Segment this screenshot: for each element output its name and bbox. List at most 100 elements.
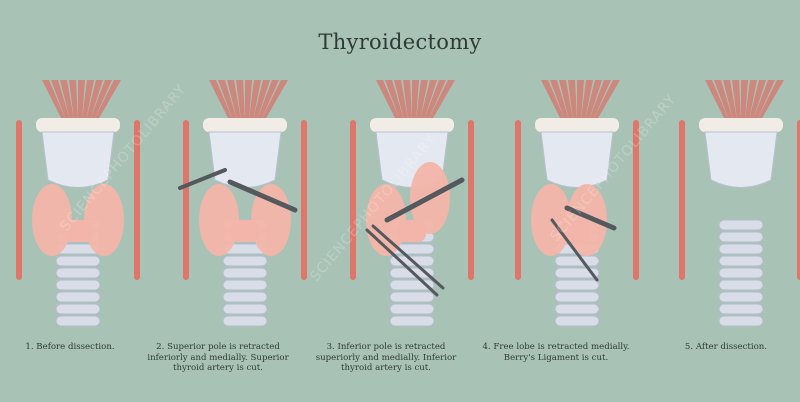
- muscle-strand: [236, 80, 245, 120]
- muscle-strand: [249, 80, 261, 120]
- muscle-strand: [94, 80, 121, 120]
- trachea-ring: [718, 255, 764, 267]
- caption-step-3: 3. Inferior pole is retracted superiorly…: [315, 342, 457, 373]
- muscle-strand: [568, 80, 577, 120]
- trachea-ring: [222, 315, 268, 327]
- trachea-ring: [554, 291, 600, 303]
- thyroid-cartilage: [540, 131, 614, 188]
- trachea-ring: [718, 279, 764, 291]
- muscle-strand: [403, 80, 412, 120]
- muscle-strand: [209, 80, 233, 120]
- trachea-ring: [554, 303, 600, 315]
- trachea-ring: [718, 291, 764, 303]
- trachea-ring: [222, 267, 268, 279]
- trachea-ring: [554, 279, 600, 291]
- muscle-strand: [376, 80, 400, 120]
- left-artery: [350, 120, 356, 280]
- retractor-instrument: [564, 205, 617, 231]
- panel-step-4: [502, 70, 652, 330]
- muscle-strand: [227, 80, 241, 120]
- panel-step-1: [3, 70, 153, 330]
- muscle-strand: [82, 80, 94, 120]
- trachea-ring: [222, 255, 268, 267]
- step-2-illustration: [178, 80, 307, 327]
- diagram-title: Thyroidectomy: [318, 30, 482, 54]
- hyoid-bone: [535, 118, 619, 132]
- thyroid-cartilage: [704, 131, 778, 188]
- muscle-strand: [42, 80, 66, 120]
- muscle-strand: [714, 80, 733, 120]
- muscle-strand: [559, 80, 573, 120]
- hyoid-bone: [699, 118, 783, 132]
- muscle-strand: [732, 80, 741, 120]
- caption-step-2: 2. Superior pole is retracted inferiorly…: [147, 342, 289, 373]
- trachea-ring: [55, 255, 101, 267]
- muscle-strand: [749, 80, 766, 120]
- left-artery: [16, 120, 22, 280]
- clamp-instrument: [178, 168, 227, 190]
- trachea-ring: [222, 303, 268, 315]
- muscle-strand: [741, 80, 748, 120]
- thyroid-right-lobe: [84, 184, 124, 256]
- step-3-illustration: [350, 80, 474, 327]
- thyroid-cartilage: [41, 131, 115, 188]
- muscle-strand: [257, 80, 279, 120]
- trachea-ring: [389, 315, 435, 327]
- muscle-strand: [424, 80, 446, 120]
- muscle-strand: [218, 80, 237, 120]
- muscle-strand: [69, 80, 78, 120]
- right-artery: [301, 120, 307, 280]
- muscle-strand: [261, 80, 288, 120]
- left-artery: [679, 120, 685, 280]
- hyoid-bone: [203, 118, 287, 132]
- trachea-ring: [389, 291, 435, 303]
- muscle-strand: [51, 80, 70, 120]
- caption-step-1: 1. Before dissection.: [25, 342, 115, 352]
- trachea-ring: [718, 315, 764, 327]
- trachea-ring: [55, 291, 101, 303]
- trachea-ring: [55, 315, 101, 327]
- thyroid-isthmus: [64, 220, 92, 242]
- left-artery: [183, 120, 189, 280]
- right-artery: [633, 120, 639, 280]
- right-artery: [797, 120, 800, 280]
- scissors-blade: [365, 228, 439, 297]
- panel-step-5: [666, 70, 800, 330]
- trachea-ring: [222, 291, 268, 303]
- muscle-strand: [428, 80, 455, 120]
- trachea-ring: [55, 279, 101, 291]
- step-1-illustration: [16, 80, 140, 327]
- muscle-strand: [416, 80, 428, 120]
- muscle-strand: [753, 80, 775, 120]
- trachea-ring: [718, 243, 764, 255]
- muscle-strand: [745, 80, 757, 120]
- muscle-strand: [593, 80, 620, 120]
- muscle-strand: [705, 80, 729, 120]
- trachea-ring: [55, 303, 101, 315]
- retractor-instrument: [384, 177, 465, 223]
- trachea-ring: [718, 303, 764, 315]
- panel-step-3: [337, 70, 487, 330]
- retractor-instrument: [227, 179, 298, 213]
- muscle-strand: [394, 80, 408, 120]
- thyroid-isthmus: [231, 220, 259, 242]
- muscle-strand: [420, 80, 437, 120]
- trachea-ring: [718, 231, 764, 243]
- trachea-ring: [389, 303, 435, 315]
- muscle-strand: [412, 80, 419, 120]
- panel-step-2: [170, 70, 320, 330]
- muscle-strand: [541, 80, 565, 120]
- step-5-illustration: [679, 80, 800, 327]
- left-artery: [515, 120, 521, 280]
- right-artery: [134, 120, 140, 280]
- scissors-blade: [550, 218, 599, 282]
- caption-step-5: 5. After dissection.: [684, 342, 768, 352]
- muscle-strand: [90, 80, 112, 120]
- muscle-strand: [86, 80, 103, 120]
- trachea-ring: [554, 267, 600, 279]
- muscle-strand: [245, 80, 252, 120]
- muscle-strand: [78, 80, 85, 120]
- thyroid-left-lobe: [32, 184, 72, 256]
- trachea-ring: [554, 315, 600, 327]
- muscle-strand: [585, 80, 602, 120]
